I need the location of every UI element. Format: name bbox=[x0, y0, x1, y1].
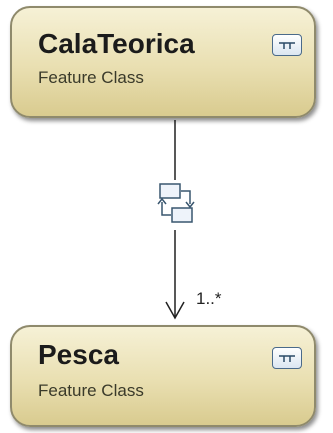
relationship-icon[interactable] bbox=[157, 183, 195, 223]
collapse-toggle-button[interactable] bbox=[272, 34, 302, 56]
feature-class-node-pesca[interactable]: Pesca Feature Class bbox=[10, 325, 316, 427]
collapse-toggle-button[interactable] bbox=[272, 347, 302, 369]
target-multiplicity-label: 1..* bbox=[196, 289, 222, 308]
feature-class-node-calateorica[interactable]: CalaTeorica Feature Class bbox=[10, 6, 316, 118]
class-name: Pesca bbox=[38, 339, 119, 370]
class-type: Feature Class bbox=[38, 381, 144, 400]
class-type: Feature Class bbox=[38, 68, 144, 87]
arrowhead-icon bbox=[165, 301, 185, 320]
collapse-toggle-icon bbox=[279, 355, 295, 362]
class-name: CalaTeorica bbox=[38, 28, 195, 59]
collapse-toggle-icon bbox=[279, 42, 295, 49]
